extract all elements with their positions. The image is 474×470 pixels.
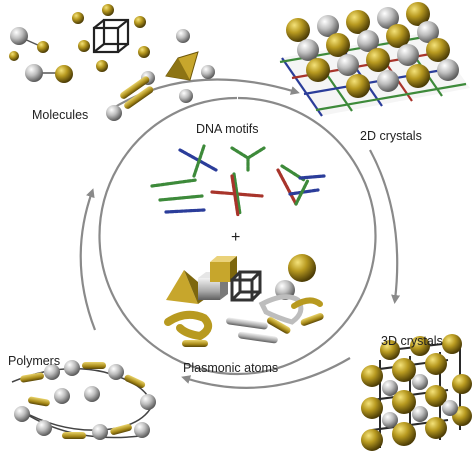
assembly-cycle <box>79 78 401 389</box>
polymers-illustration <box>11 360 156 440</box>
label-2d-crystals: 2D crystals <box>360 129 422 143</box>
molecules-illustration <box>9 4 215 121</box>
plasmonic-atoms-illustration <box>164 254 324 347</box>
label-3d-crystals: 3D crystals <box>381 334 443 348</box>
label-plus: + <box>231 229 240 246</box>
label-molecules: Molecules <box>32 108 88 122</box>
label-dna-motifs: DNA motifs <box>196 122 259 136</box>
dna-motifs-illustration <box>150 144 326 218</box>
label-plasmonic-atoms: Plasmonic atoms <box>183 361 278 375</box>
arrow-molecules-to-2d <box>109 78 300 111</box>
label-polymers: Polymers <box>8 354 60 368</box>
arrow-2d-to-3d <box>369 149 401 304</box>
arrow-polymers-to-molecules <box>79 188 97 331</box>
arrow-3d-to-polymers <box>181 357 351 389</box>
crystals-2d-illustration <box>279 2 470 117</box>
cycle-ring <box>98 96 377 376</box>
crystals-3d-illustration <box>361 334 472 451</box>
